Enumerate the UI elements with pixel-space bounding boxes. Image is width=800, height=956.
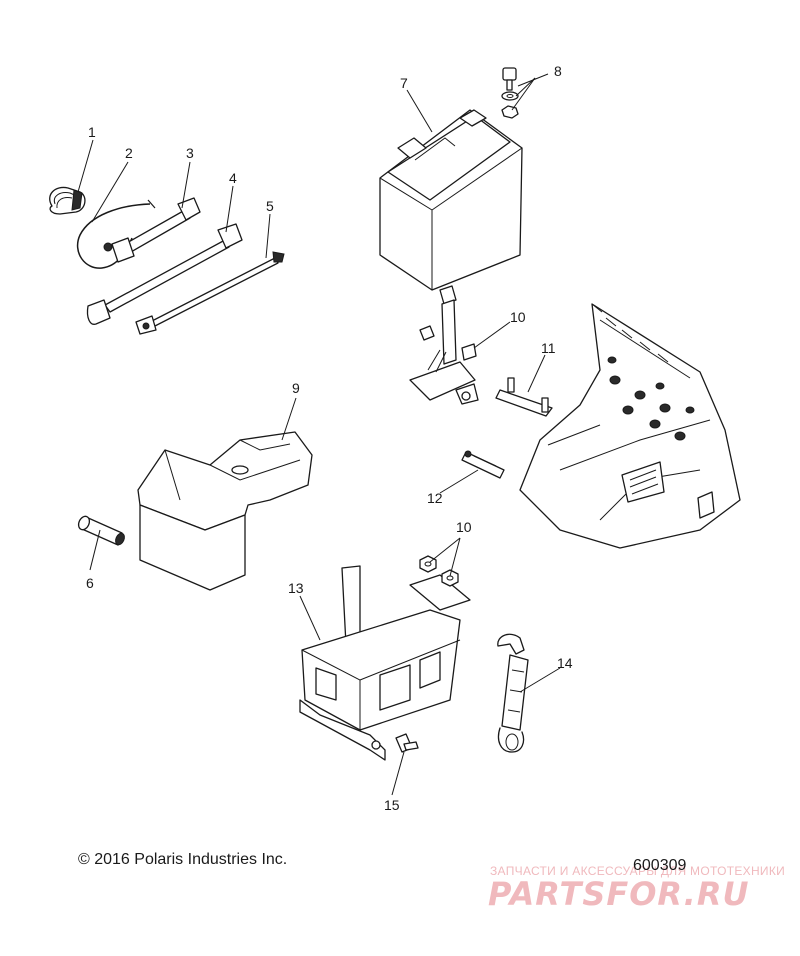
- part-9-cover: [137, 431, 313, 591]
- callout-3: 3: [186, 145, 194, 161]
- callout-10-lower: 10: [456, 519, 472, 535]
- callout-11: 11: [541, 340, 556, 356]
- callout-9: 9: [292, 380, 300, 396]
- frame-chassis: [519, 303, 741, 549]
- callout-7: 7: [400, 75, 408, 91]
- part-13-battery-tray: [299, 565, 471, 761]
- leader-lines: [77, 73, 561, 796]
- watermark-logo: PARTSFOR.RU: [488, 875, 750, 913]
- callout-13: 13: [288, 580, 304, 596]
- part-10-latch-assembly: [409, 285, 479, 405]
- part-5-thin-cable: [135, 251, 285, 335]
- callout-6: 6: [86, 575, 94, 591]
- callout-4: 4: [229, 170, 237, 186]
- callout-5: 5: [266, 198, 274, 214]
- part-14-strap: [497, 633, 529, 753]
- callout-2: 2: [125, 145, 133, 161]
- callout-15: 15: [384, 797, 400, 813]
- part-4-long-cable: [86, 223, 243, 325]
- callout-labels: 1 2 3 4 5 6 7 8 9 10 10 11 12 13 14 15: [86, 63, 573, 813]
- callout-1: 1: [88, 124, 96, 140]
- part-7-battery: [379, 109, 523, 291]
- part-6-tube: [77, 515, 125, 546]
- watermark-tagline: ЗАПЧАСТИ И АКСЕССУАРЫ ДЛЯ МОТОТЕХНИКИ: [490, 864, 786, 878]
- part-12-clip: [461, 450, 505, 479]
- part-3-short-cable: [111, 197, 201, 263]
- callout-8: 8: [554, 63, 562, 79]
- part-15-bolt: [395, 733, 419, 753]
- part-8-hardware: [501, 67, 519, 119]
- callout-14: 14: [557, 655, 573, 671]
- copyright-notice: © 2016 Polaris Industries Inc.: [78, 851, 288, 868]
- callout-12: 12: [427, 490, 443, 506]
- part-1-strap: [49, 186, 86, 215]
- part-11-bracket: [495, 377, 553, 417]
- drawing-number: 600309: [633, 857, 687, 874]
- callout-10-upper: 10: [510, 309, 526, 325]
